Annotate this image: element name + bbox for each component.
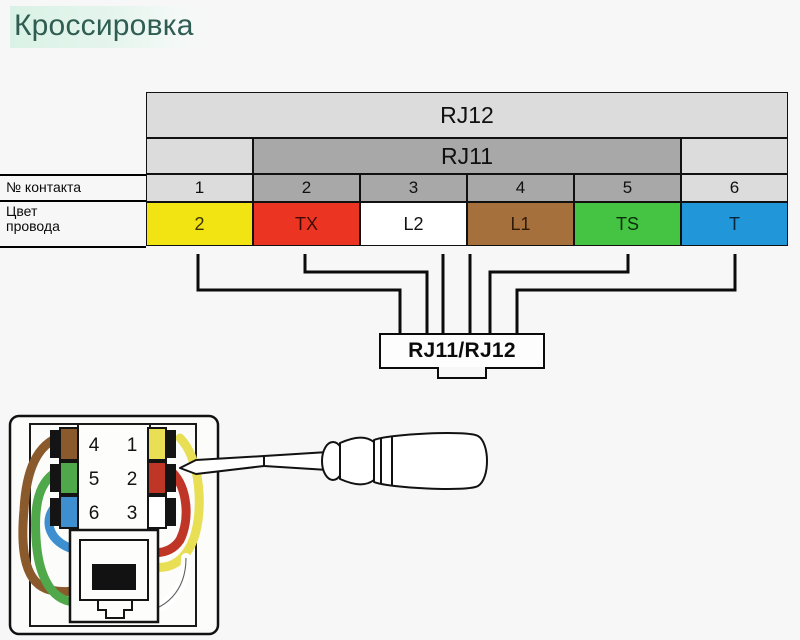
wire-color-cell-2: TX [253,202,360,246]
label-divider-top [0,174,146,176]
wire-color-cell-6: T [681,202,788,246]
socket-terminal-label-4: 4 [89,435,100,456]
wire-path-5 [488,254,630,333]
socket-terminal-2 [147,461,176,495]
screwdriver-collar [339,436,375,486]
wire-path-2 [303,254,429,333]
row-label-wire-color-line2: провода [6,218,60,234]
screwdriver-tip [179,455,265,475]
screwdriver-illustration [179,432,488,490]
socket-rj-jack [68,528,160,624]
label-divider-bottom [0,246,146,248]
screwdriver-shaft [263,451,329,471]
contact-number-cell-3: 3 [360,174,467,202]
socket-terminal-label-1: 1 [127,435,138,456]
wire-color-cell-3: L2 [360,202,467,246]
wire-color-cell-1: 2 [146,202,253,246]
rj-plug-latch-tab [437,367,487,379]
socket-terminal-6 [50,495,79,529]
header-rj11: RJ11 [253,138,681,174]
rj11-rj12-connector-box: RJ11/RJ12 [379,333,545,369]
header-pad-left [146,138,253,174]
socket-terminal-5 [50,461,79,495]
socket-terminals [50,427,176,529]
contact-number-cell-2: 2 [253,174,360,202]
contact-number-cell-5: 5 [574,174,681,202]
wire-path-1 [196,254,402,333]
header-rj12: RJ12 [146,92,788,138]
page-title: Кроссировка [10,6,208,48]
socket-terminal-label-2: 2 [127,469,138,490]
row-label-contact-number: № контакта [6,179,82,195]
socket-terminal-1 [147,427,176,461]
contact-number-cell-4: 4 [467,174,574,202]
screwdriver-handle [373,432,488,490]
wall-socket-illustration: 4 5 6 1 2 3 [8,414,220,636]
header-pad-right [681,138,788,174]
pinout-table: № контакта Цвет провода RJ12 RJ11 1 2 3 … [0,88,800,254]
socket-wire-yellow [139,433,204,572]
socket-terminal-label-5: 5 [89,469,100,490]
socket-terminal-3 [147,495,176,529]
contact-number-cell-6: 6 [681,174,788,202]
row-label-wire-color: Цвет провода [6,204,60,234]
label-divider-middle [0,200,146,202]
socket-terminal-4 [50,427,79,461]
wire-color-cell-5: TS [574,202,681,246]
wire-color-cell-4: L1 [467,202,574,246]
socket-terminal-label-6: 6 [89,503,100,524]
socket-terminal-numbers: 4 5 6 1 2 3 [89,435,138,524]
row-label-wire-color-line1: Цвет [6,203,38,219]
wire-path-6 [515,254,737,333]
socket-terminal-label-3: 3 [127,503,138,524]
contact-number-cell-1: 1 [146,174,253,202]
